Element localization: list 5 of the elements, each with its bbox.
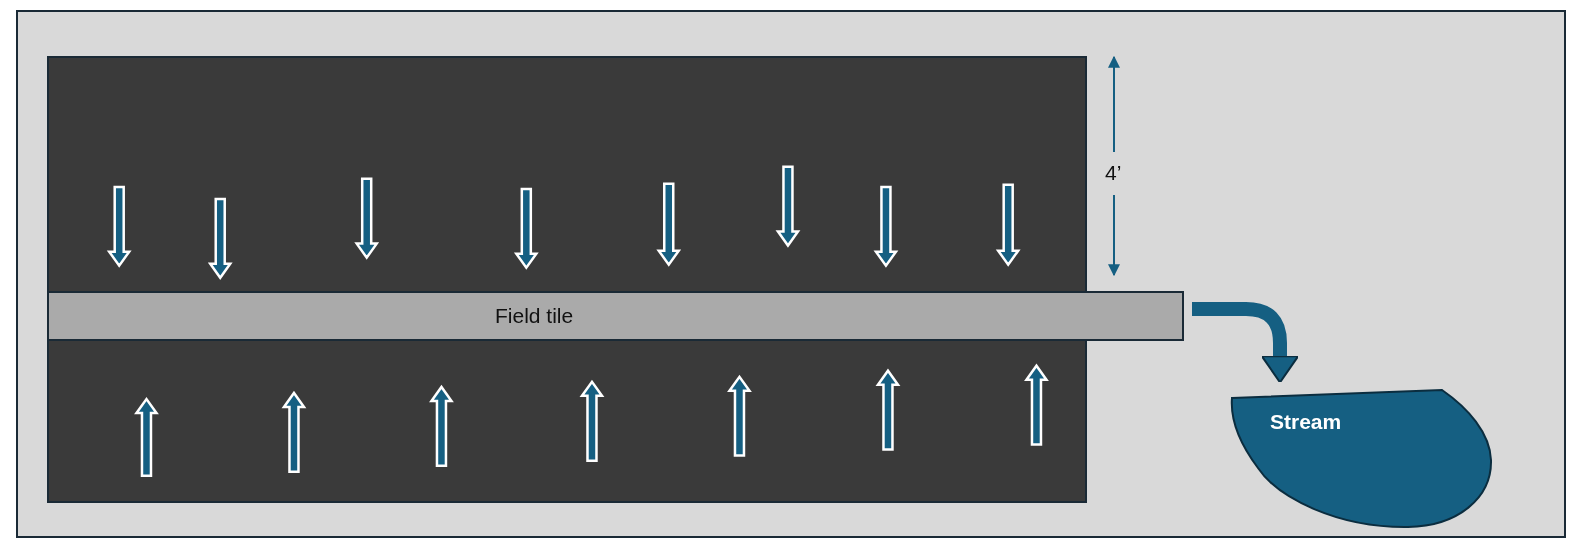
- tile-label: Field tile: [495, 304, 574, 328]
- stream-label: Stream: [1270, 410, 1342, 434]
- dimension-label: 4’: [1105, 161, 1122, 185]
- field-tile-bar: [47, 291, 1184, 341]
- stream-shape: [1228, 388, 1494, 530]
